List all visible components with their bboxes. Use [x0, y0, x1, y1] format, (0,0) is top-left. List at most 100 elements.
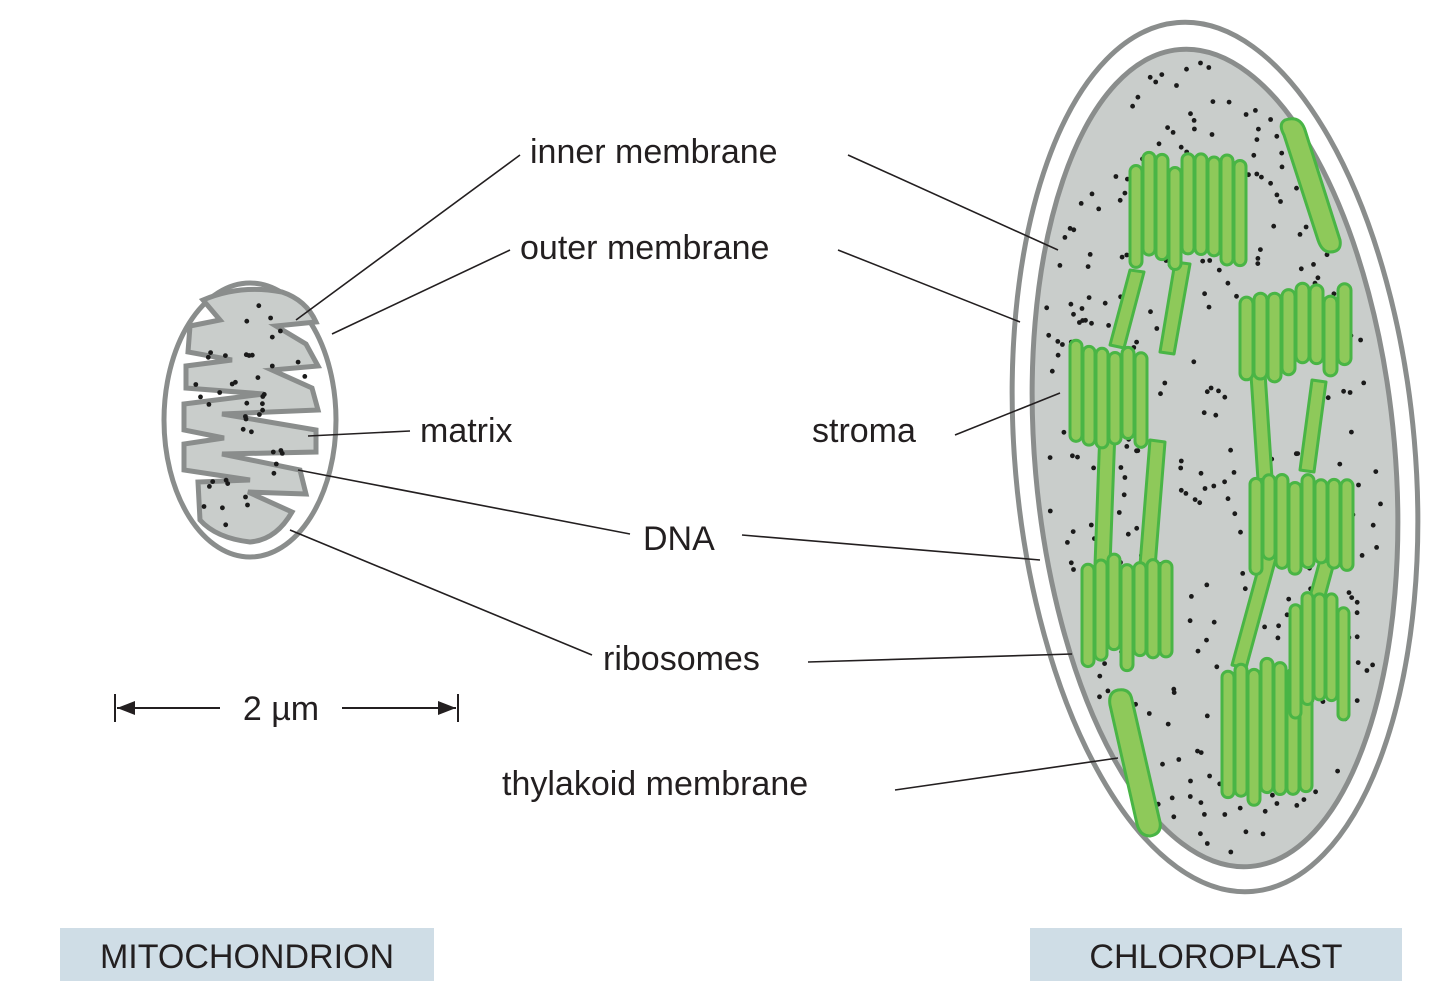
- ribosome-dot: [1206, 65, 1212, 70]
- ribosome-dot: [1315, 275, 1321, 281]
- thylakoid-lamella: [1093, 428, 1117, 567]
- ribosome-dot: [1253, 108, 1258, 113]
- granum-disc: [1232, 158, 1248, 268]
- ribosome-dot: [1268, 180, 1273, 186]
- ribosome-dot: [243, 494, 248, 500]
- ribosome-dot: [1201, 410, 1207, 416]
- granum-disc: [1093, 558, 1109, 662]
- ribosome-dot: [1361, 380, 1367, 386]
- ribosome-dot: [1195, 648, 1201, 654]
- ribosome-dot: [1187, 618, 1193, 624]
- ribosome-dot: [245, 502, 250, 508]
- chloroplast: [1009, 19, 1421, 895]
- granum-disc: [1288, 603, 1303, 720]
- ribosome-dot: [208, 350, 214, 355]
- granum-disc: [1081, 344, 1097, 447]
- ribosome-dot: [1085, 264, 1091, 269]
- ribosome-dot: [249, 429, 254, 435]
- ribosome-dot: [1046, 332, 1052, 338]
- ribosome-dot: [1209, 132, 1215, 137]
- ribosome-dot: [1096, 206, 1102, 212]
- label-stroma: stroma: [812, 412, 916, 450]
- ribosome-dot: [1204, 713, 1210, 719]
- label-dna: DNA: [643, 520, 715, 558]
- ribosome-dot: [1274, 801, 1280, 806]
- ribosome-dot: [1125, 531, 1131, 537]
- ribosome-dot: [1355, 660, 1361, 665]
- ribosome-dot: [1160, 761, 1165, 767]
- ribosome-dot: [1070, 529, 1076, 534]
- ribosome-dot: [256, 303, 262, 309]
- leader-ribosomes-mito: [289, 529, 593, 656]
- ribosome-dot: [1346, 590, 1352, 595]
- ribosome-dot: [1216, 267, 1222, 273]
- ribosome-dot: [1354, 610, 1360, 616]
- ribosome-dot: [257, 412, 262, 417]
- ribosome-dot: [1068, 560, 1074, 566]
- ribosome-dot: [1214, 664, 1220, 670]
- ribosome-dot: [1297, 232, 1303, 237]
- granum-disc: [1119, 563, 1135, 673]
- granum-disc: [1133, 351, 1149, 449]
- granum-disc: [1339, 478, 1355, 572]
- ribosome-dot: [1165, 721, 1171, 727]
- thylakoid-lamella: [1279, 117, 1342, 254]
- ribosome-dot: [1208, 385, 1214, 391]
- ribosome-dot: [1295, 451, 1301, 456]
- ribosome-dot: [1228, 849, 1234, 855]
- ribosome-dot: [1286, 596, 1292, 602]
- label-outer-membrane: outer membrane: [520, 229, 769, 267]
- granum-disc: [1322, 294, 1339, 378]
- ribosome-dot: [260, 401, 265, 407]
- granum-disc: [1300, 473, 1316, 570]
- ribosome-dot: [261, 392, 267, 397]
- ribosome-dot: [1341, 388, 1346, 394]
- ribosome-dot: [1251, 152, 1257, 158]
- ribosome-dot: [1294, 185, 1299, 191]
- ribosome-dot: [1089, 191, 1095, 197]
- granum-disc: [1238, 295, 1255, 382]
- granum-disc: [1220, 669, 1236, 800]
- ribosome-dot: [1243, 112, 1249, 117]
- ribosome-dot: [1176, 757, 1182, 762]
- ribosome-dot: [271, 470, 277, 476]
- title-mitochondrion: MITOCHONDRION: [60, 928, 434, 981]
- ribosome-dot: [1118, 465, 1124, 470]
- leader-ribosomes-chloro: [807, 653, 1073, 663]
- ribosome-dot: [1303, 224, 1309, 230]
- ribosome-dot: [268, 315, 273, 321]
- leader-dna-chloro: [741, 534, 1041, 561]
- ribosome-dot: [1154, 326, 1160, 331]
- granum-disc: [1280, 288, 1297, 377]
- ribosome-dot: [1198, 800, 1204, 805]
- ribosome-dot: [1211, 483, 1217, 489]
- ribosome-dot: [1065, 540, 1070, 545]
- granum-disc: [1233, 662, 1249, 798]
- ribosome-dot: [1097, 673, 1103, 679]
- ribosome-dot: [207, 484, 212, 489]
- granum-disc: [1068, 338, 1084, 443]
- granum-disc: [1312, 592, 1327, 702]
- granum-disc: [1336, 606, 1351, 722]
- ribosome-dot: [1197, 500, 1203, 506]
- ribosome-dot: [1192, 126, 1197, 132]
- ribosome-dot: [243, 414, 248, 419]
- ribosome-dot: [1228, 447, 1233, 453]
- ribosome-dot: [1354, 634, 1360, 640]
- ribosome-dot: [1200, 258, 1206, 264]
- ribosome-dot: [1146, 711, 1152, 716]
- granum-disc: [1266, 291, 1283, 384]
- ribosome-dot: [223, 477, 229, 483]
- ribosome-dot: [1198, 750, 1204, 755]
- ribosome-dot: [1189, 594, 1194, 599]
- granum-disc: [1180, 152, 1196, 256]
- scale-bar-label: 2 µm: [243, 690, 319, 728]
- ribosome-dot: [1079, 306, 1085, 311]
- ribosome-dot: [1274, 192, 1280, 198]
- ribosome-dot: [1294, 803, 1300, 808]
- ribosome-dot: [1171, 686, 1177, 692]
- ribosome-dot: [1204, 637, 1209, 643]
- ribosome-dot: [1134, 448, 1139, 454]
- granum-disc: [1132, 561, 1148, 658]
